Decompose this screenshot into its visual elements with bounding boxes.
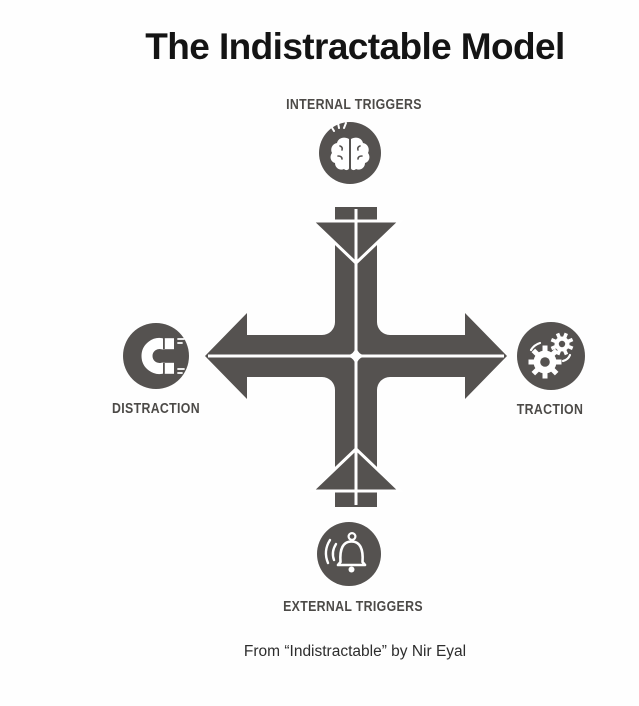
magnet-icon <box>123 323 189 389</box>
label-distraction: DISTRACTION <box>112 401 200 417</box>
bell-icon <box>317 522 381 586</box>
page-title: The Indistractable Model <box>145 26 565 67</box>
source-caption: From “Indistractable” by Nir Eyal <box>243 643 467 660</box>
label-traction: TRACTION <box>516 402 584 418</box>
label-external-triggers: EXTERNAL TRIGGERS <box>283 599 423 615</box>
brain-icon <box>319 122 381 184</box>
gears-icon <box>517 322 585 390</box>
label-internal-triggers: INTERNAL TRIGGERS <box>286 97 422 113</box>
cross-arrows <box>205 207 507 507</box>
center-star <box>343 343 369 369</box>
